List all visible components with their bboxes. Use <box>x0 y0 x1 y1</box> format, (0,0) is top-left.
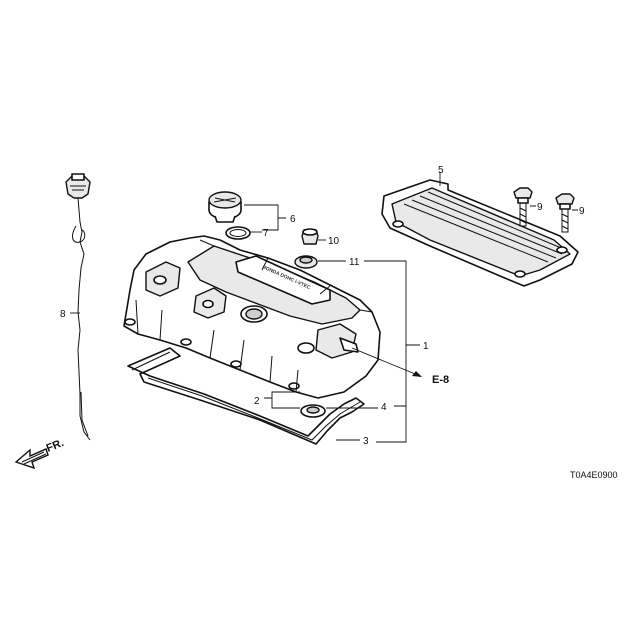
engine-cover-bolt-left <box>513 187 533 227</box>
head-cover-gasket <box>127 347 365 445</box>
callout-5: 5 <box>438 165 444 176</box>
oil-dipstick <box>65 173 91 441</box>
reference-e8: E-8 <box>432 374 449 386</box>
callout-4: 4 <box>381 402 387 413</box>
callout-7: 7 <box>263 228 269 239</box>
front-direction-label: FR. <box>45 437 66 455</box>
diagram-code: T0A4E0900 <box>570 470 618 480</box>
spark-plug-tube-seal <box>300 404 326 418</box>
callout-11: 11 <box>349 257 360 268</box>
callout-6: 6 <box>290 214 296 225</box>
filler-cap-o-ring <box>225 226 251 240</box>
front-direction-arrow: FR. <box>14 437 66 470</box>
callout-2: 2 <box>254 396 260 407</box>
callout-8: 8 <box>60 309 66 320</box>
cover-bolt-grommet <box>301 228 319 245</box>
pcv-grommet <box>294 255 318 269</box>
callout-1: 1 <box>423 341 429 352</box>
callout-9-left: 9 <box>537 202 543 213</box>
engine-cover-bolt-right <box>555 193 575 233</box>
cylinder-head-cover: HONDA DOHC i-VTEC <box>123 235 381 399</box>
callout-3: 3 <box>363 436 369 447</box>
callout-10: 10 <box>328 236 340 247</box>
leader-lines <box>70 172 578 443</box>
callout-9-right: 9 <box>579 206 585 217</box>
engine-cover <box>381 179 579 287</box>
oil-filler-cap <box>208 191 242 223</box>
